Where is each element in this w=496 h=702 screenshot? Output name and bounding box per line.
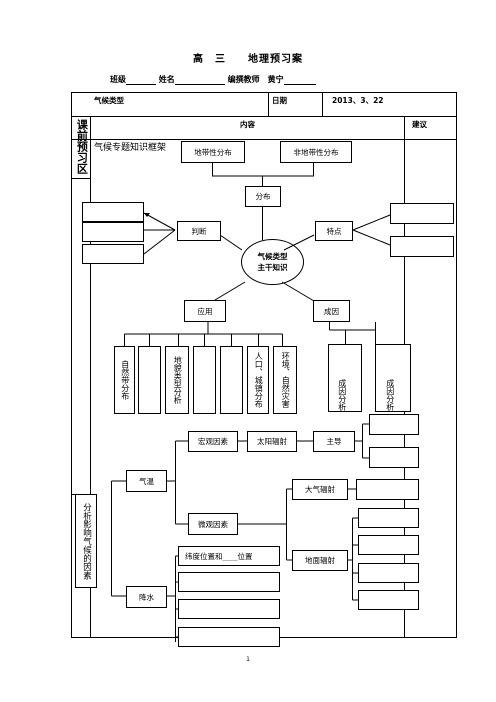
dominant-answer-box-1[interactable] — [369, 414, 419, 435]
ground-answer-box-3[interactable] — [358, 563, 419, 583]
cause-item-2: 成因分析 — [375, 344, 411, 412]
distribution-box: 分布 — [245, 186, 281, 207]
precip-answer-box-2[interactable] — [178, 599, 280, 619]
precip-answer-box-1[interactable] — [178, 572, 280, 592]
date-value: 2013、3、22 — [332, 96, 384, 105]
dominant-box: 主导 — [313, 431, 355, 452]
info-line: 班级 姓名 编撰教师 黄宁 — [110, 74, 316, 85]
azonal-box: 非地带性分布 — [280, 141, 352, 163]
features-box: 特点 — [315, 221, 353, 241]
name-field[interactable] — [174, 75, 225, 85]
micro-box: 微观因素 — [188, 513, 238, 535]
app-item-4[interactable] — [193, 346, 216, 414]
cause-item-1: 成因分析 — [328, 344, 362, 412]
framework-label: 气候专题知识框架 — [94, 143, 167, 153]
features-answer-box-2[interactable] — [390, 236, 454, 257]
suggest-label: 建议 — [412, 120, 427, 129]
precip-box: 降水 — [126, 586, 167, 608]
factors-side-label: 分析影响气候的因素 — [75, 494, 97, 588]
judge-answer-box-2[interactable] — [82, 222, 144, 242]
atmos-answer-box[interactable] — [356, 479, 419, 500]
app-item-2[interactable] — [138, 346, 161, 414]
ground-answer-box-2[interactable] — [358, 535, 419, 555]
center-ellipse: 气候类型 主干知识 — [241, 239, 304, 285]
zonal-box: 地带性分布 — [181, 141, 245, 163]
temperature-box: 气温 — [126, 470, 167, 492]
app-item-7: 环境、自然灾害 — [273, 346, 297, 414]
ground-answer-box-4[interactable] — [358, 590, 419, 610]
center-line2: 主干知识 — [257, 263, 288, 272]
page-number: 1 — [246, 656, 250, 663]
macro-box: 宏观因素 — [188, 431, 238, 452]
features-answer-box-1[interactable] — [390, 203, 454, 224]
editor-label: 编撰教师 黄宁 — [227, 75, 284, 84]
judge-box: 判断 — [177, 221, 221, 241]
ground-rad-box: 地面辐射 — [292, 550, 348, 571]
date-label: 日期 — [272, 96, 287, 105]
cause-box: 成因 — [313, 300, 350, 322]
app-item-5[interactable] — [220, 346, 243, 414]
editor-blank — [283, 75, 316, 85]
judge-answer-box-3[interactable] — [82, 244, 144, 264]
side-label-preview: 课前预习区 — [75, 119, 89, 174]
class-field[interactable] — [126, 75, 156, 85]
topic-label: 气候类型 — [94, 96, 124, 105]
judge-answer-box-1[interactable] — [82, 202, 144, 222]
content-label: 内容 — [240, 120, 255, 129]
solar-box: 太阳辐射 — [247, 431, 297, 452]
app-item-3: 地貌类型分析 — [165, 346, 189, 414]
page-title: 高 三 地理预习案 — [193, 54, 303, 65]
dominant-answer-box-2[interactable] — [369, 447, 419, 468]
name-label: 姓名 — [158, 75, 175, 84]
class-label: 班级 — [110, 75, 126, 84]
lat-position-box[interactable]: 纬度位置和____位置 — [178, 546, 280, 566]
precip-answer-box-3[interactable] — [178, 627, 280, 647]
ground-answer-box-1[interactable] — [358, 508, 419, 528]
app-item-1: 自然带分布 — [114, 346, 135, 414]
application-box: 应用 — [184, 300, 226, 322]
atmos-rad-box: 大气辐射 — [292, 479, 348, 500]
app-item-6: 人口、城镇分布 — [247, 346, 269, 414]
center-line1: 气候类型 — [257, 252, 288, 261]
